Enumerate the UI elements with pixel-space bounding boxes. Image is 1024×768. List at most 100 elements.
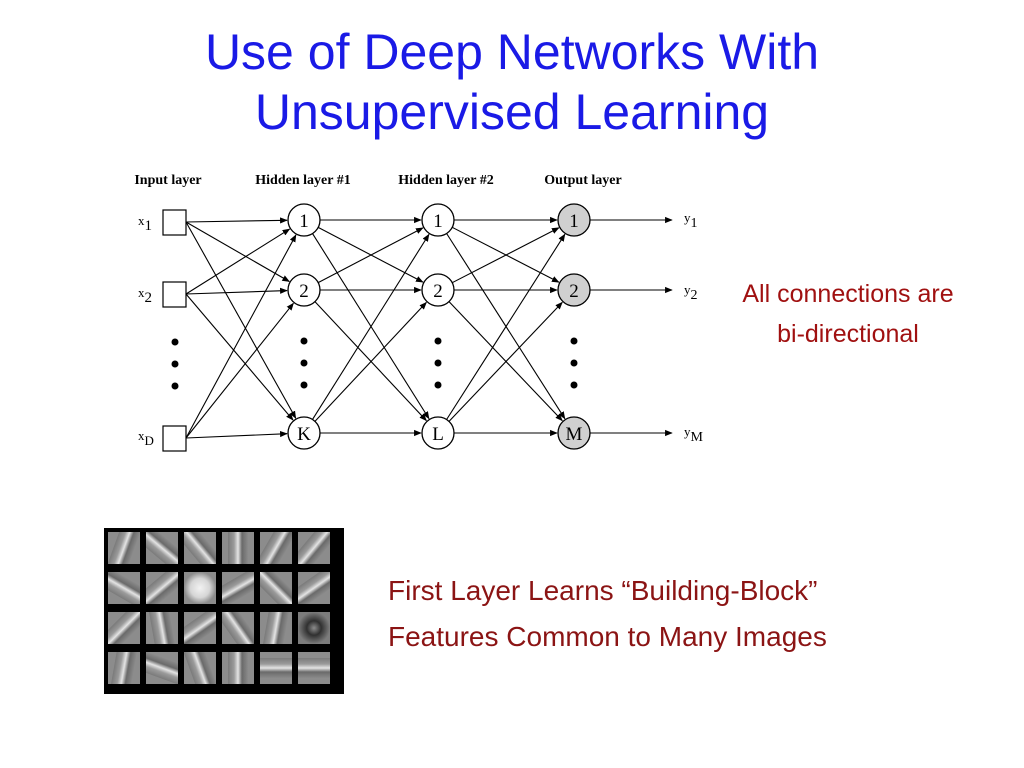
connection-edge	[317, 227, 424, 284]
hidden1-node-2: 2	[287, 273, 321, 307]
filter-cell	[146, 532, 178, 564]
input-label-1: x1	[138, 213, 152, 234]
hidden1-node-k-label: K	[297, 424, 311, 445]
filter-cell	[146, 572, 178, 604]
hidden1-node-1-label: 1	[299, 211, 309, 232]
hidden1-ellipsis	[300, 337, 308, 389]
input-node-2	[162, 281, 187, 308]
filter-cell	[222, 612, 254, 644]
input-label-2: x2	[138, 285, 152, 306]
connection-edge	[185, 221, 297, 419]
connection-edge	[185, 217, 288, 224]
note-line-1: All connections are	[742, 280, 954, 308]
output-node-2: 2	[557, 273, 591, 307]
caption-line-1: First Layer Learns “Building-Block”	[388, 575, 818, 606]
filter-stroke	[184, 612, 216, 644]
connection-edge	[185, 228, 291, 295]
filter-stroke	[260, 658, 292, 678]
output-label-1: y1	[684, 210, 698, 231]
filter-stroke	[146, 652, 178, 684]
connections	[185, 216, 673, 439]
output-node-m-label: M	[566, 424, 583, 445]
caption-line-2: Features Common to Many Images	[388, 621, 827, 652]
filter-cell	[184, 652, 216, 684]
title-line-1: Use of Deep Networks With	[204, 24, 820, 80]
input-label-d: xD	[138, 428, 154, 448]
filter-cell	[184, 612, 216, 644]
filter-cell	[146, 652, 178, 684]
input-node-1	[162, 209, 187, 236]
hidden2-node-1: 1	[421, 203, 455, 237]
filter-cell	[260, 532, 292, 564]
filter-stroke	[108, 612, 140, 644]
slide-title: Use of Deep Networks With Unsupervised L…	[0, 22, 1024, 142]
filter-stroke	[228, 652, 248, 684]
filter-cells	[108, 532, 330, 684]
hidden1-node-k: K	[287, 416, 321, 450]
connection-edge	[314, 301, 427, 422]
filter-stroke	[261, 612, 291, 644]
connection-edge	[185, 293, 294, 421]
output-node-1: 1	[557, 203, 591, 237]
header-input-layer: Input layer	[134, 173, 201, 188]
filter-cell	[108, 532, 140, 564]
filter-stroke	[184, 532, 216, 564]
filter-stroke	[260, 572, 292, 604]
bidirectional-note: All connections are bi-directional	[708, 274, 988, 354]
input-ellipsis	[171, 338, 179, 390]
filter-cell	[184, 532, 216, 564]
filter-stroke	[222, 572, 254, 604]
output-node-2-label: 2	[569, 281, 579, 302]
filter-cell	[184, 572, 216, 604]
connection-edge	[185, 234, 297, 439]
header-output-layer: Output layer	[544, 173, 621, 188]
building-block-caption: First Layer Learns “Building-Block” Feat…	[388, 568, 1008, 660]
connection-edge	[446, 233, 566, 420]
hidden1-node-1: 1	[287, 203, 321, 237]
filter-cell	[108, 572, 140, 604]
hidden2-ellipsis	[434, 337, 442, 389]
filter-stroke	[298, 658, 330, 678]
filter-stroke	[298, 532, 330, 564]
filter-stroke	[222, 612, 254, 644]
filter-cell	[260, 652, 292, 684]
output-node-m: M	[557, 416, 591, 450]
input-node-d	[162, 425, 187, 452]
filter-stroke	[146, 532, 178, 564]
filter-stroke	[147, 612, 177, 644]
filter-cell	[298, 612, 330, 644]
filter-cell	[108, 612, 140, 644]
filter-stroke	[260, 532, 292, 564]
filter-cell	[298, 572, 330, 604]
filter-cell	[260, 572, 292, 604]
hidden2-node-2-label: 2	[433, 281, 443, 302]
output-node-1-label: 1	[569, 211, 579, 232]
learned-filters-grid	[104, 528, 344, 694]
filter-stroke	[108, 532, 140, 564]
output-label-m: yM	[684, 424, 704, 445]
filter-cell	[260, 612, 292, 644]
hidden2-node-l-label: L	[432, 424, 444, 445]
title-line-2: Unsupervised Learning	[254, 84, 770, 140]
hidden2-node-l: L	[421, 416, 455, 450]
hidden2-node-1-label: 1	[433, 211, 443, 232]
connection-edge	[185, 302, 294, 439]
filter-cell	[222, 652, 254, 684]
network-diagram: Input layer Hidden layer #1 Hidden layer…	[134, 173, 704, 452]
output-label-2: y2	[684, 282, 698, 303]
filter-stroke	[109, 652, 139, 684]
connection-edge	[185, 221, 290, 282]
filter-cell	[298, 532, 330, 564]
filter-stroke	[184, 652, 216, 684]
filter-cell	[222, 532, 254, 564]
hidden2-node-2: 2	[421, 273, 455, 307]
filter-cell	[146, 612, 178, 644]
connection-edge	[185, 287, 288, 295]
connection-edge	[448, 301, 563, 422]
filter-stroke	[228, 532, 248, 564]
header-hidden-layer-2: Hidden layer #2	[398, 173, 493, 188]
filter-cell	[298, 652, 330, 684]
connection-edge	[185, 430, 288, 439]
connection-edge	[451, 227, 560, 284]
hidden1-node-2-label: 2	[299, 281, 309, 302]
